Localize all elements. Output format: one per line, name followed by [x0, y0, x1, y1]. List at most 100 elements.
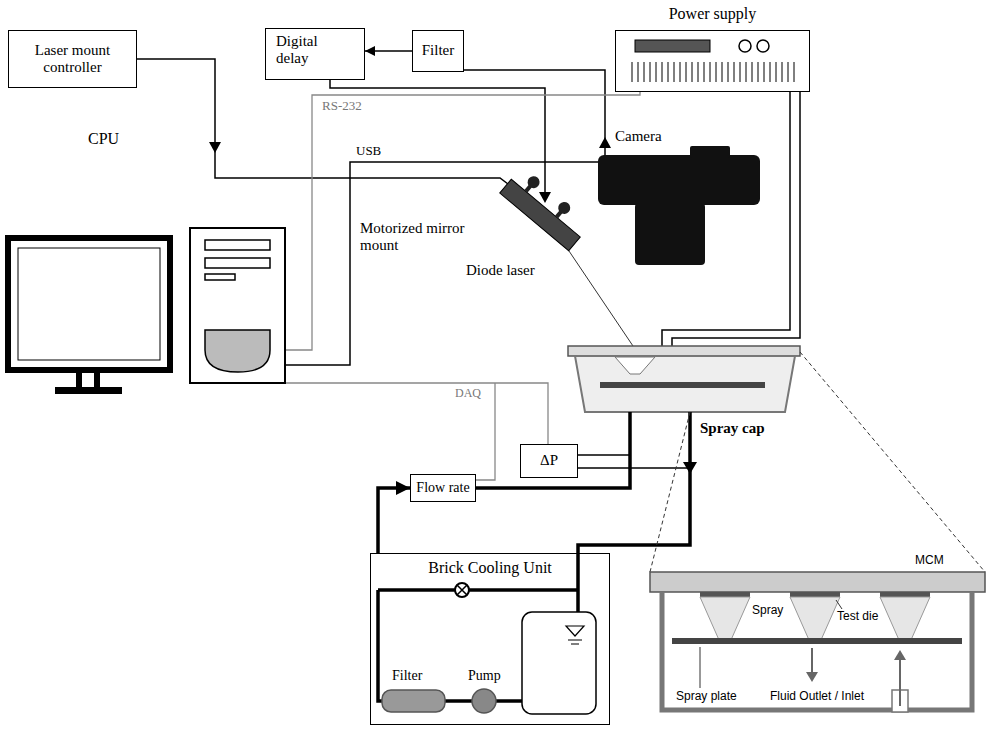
camera-body — [598, 155, 760, 205]
signal-arrow — [365, 50, 412, 52]
data-cable — [285, 92, 640, 350]
inset-module — [790, 597, 840, 640]
power-supply-panel — [632, 62, 794, 82]
signal-name: RS-232 — [322, 99, 362, 114]
delay-box: Digital delay — [265, 28, 365, 80]
inset-module — [650, 572, 985, 712]
signal-wire — [464, 70, 605, 155]
inset-module — [700, 600, 842, 688]
spray-cap — [615, 357, 655, 374]
node-label: Filter — [422, 42, 455, 59]
part-label: Fluid Outlet / Inlet — [770, 690, 864, 704]
spray-cap — [568, 346, 800, 356]
computer-label: CPU — [88, 130, 119, 148]
arrow-head — [539, 192, 551, 203]
cooling-unit-parts — [382, 583, 596, 714]
data-cable — [285, 383, 548, 444]
cooling-unit-parts — [455, 583, 469, 597]
cooling-unit-parts — [472, 689, 496, 713]
part-label: Pump — [468, 668, 501, 684]
inset-module — [880, 592, 930, 597]
laser-beam — [569, 251, 633, 346]
mirror-mount — [556, 199, 573, 216]
pressure-sensor-box: ΔP — [520, 444, 578, 478]
node-label: Flow rate — [416, 480, 469, 496]
inset-leader — [800, 352, 985, 572]
inset-module — [650, 572, 985, 592]
computer-tower — [205, 274, 235, 280]
computer-monitor — [55, 387, 122, 394]
camera-body — [690, 146, 730, 158]
mirror-mount — [500, 179, 581, 251]
data-cable — [285, 92, 640, 480]
part-label: Filter — [392, 668, 422, 684]
coolant-pipe — [470, 412, 630, 488]
inset-module — [899, 658, 901, 706]
power-supply-panel — [632, 40, 794, 82]
computer-monitor — [18, 248, 160, 360]
camera-body — [598, 146, 760, 265]
power-supply-panel — [635, 40, 710, 52]
part-label: Diode laser — [466, 262, 535, 279]
camera-body — [635, 203, 705, 265]
cooling-unit-parts — [382, 690, 445, 712]
coolant-pipe — [496, 699, 522, 703]
mirror-mount — [525, 174, 542, 191]
filter-box: Filter — [412, 30, 464, 72]
signal-name: DAQ — [455, 387, 481, 401]
part-label: Spray plate — [676, 690, 737, 704]
signal-wire — [578, 467, 690, 469]
computer-monitor — [8, 238, 170, 394]
computer-tower — [205, 240, 270, 250]
part-label: Camera — [615, 128, 662, 145]
inset-module — [700, 592, 750, 597]
part-label: Test die — [837, 610, 878, 624]
coolant-pipe — [378, 590, 382, 701]
inset-module — [662, 592, 972, 710]
computer-tower — [190, 228, 285, 383]
cooling-unit-parts — [457, 585, 467, 595]
part-label: Motorized mirror mount — [360, 220, 495, 255]
signal-name: USB — [356, 144, 381, 159]
arrow-head — [599, 137, 611, 148]
inset-module — [880, 597, 930, 640]
mirror-mount — [500, 165, 592, 250]
inset-module — [790, 592, 840, 597]
inset-module — [806, 672, 818, 682]
computer-tower — [205, 330, 270, 372]
cooling-unit-parts — [568, 640, 582, 644]
part-label: Spray — [752, 604, 783, 618]
node-label: Brick Cooling Unit — [428, 559, 552, 577]
arrow-head — [209, 142, 221, 153]
inset-module — [894, 650, 906, 660]
inset-module — [700, 597, 750, 640]
node-label: Digital delay — [276, 33, 338, 68]
computer-monitor — [76, 370, 82, 388]
node-label: Power supply — [667, 5, 759, 23]
cooling-unit-parts — [522, 612, 596, 714]
computer-tower — [190, 228, 285, 383]
cooling-unit-box: Brick Cooling Unit — [370, 553, 610, 725]
spray-cap — [600, 382, 765, 388]
inset-leader — [650, 352, 985, 572]
computer-monitor — [94, 370, 100, 388]
signal-wire — [330, 80, 545, 196]
signal-wire — [578, 454, 630, 456]
computer-tower — [205, 258, 270, 268]
power-supply-panel — [757, 40, 769, 52]
inset-module — [811, 648, 813, 674]
spray-cap — [568, 346, 800, 412]
spray-cap — [575, 356, 795, 412]
computer-monitor — [8, 238, 170, 370]
power-supply-box: Power supply — [615, 30, 810, 92]
part-label: Spray cap — [700, 420, 765, 437]
inset-module — [672, 638, 962, 644]
coolant-pipe — [445, 699, 472, 703]
coolant-pipe — [378, 588, 578, 592]
power-supply-panel — [739, 40, 751, 52]
signal-wire — [285, 162, 598, 365]
coolant-pipe — [378, 488, 410, 553]
flow-meter-box: Flow rate — [410, 474, 476, 502]
